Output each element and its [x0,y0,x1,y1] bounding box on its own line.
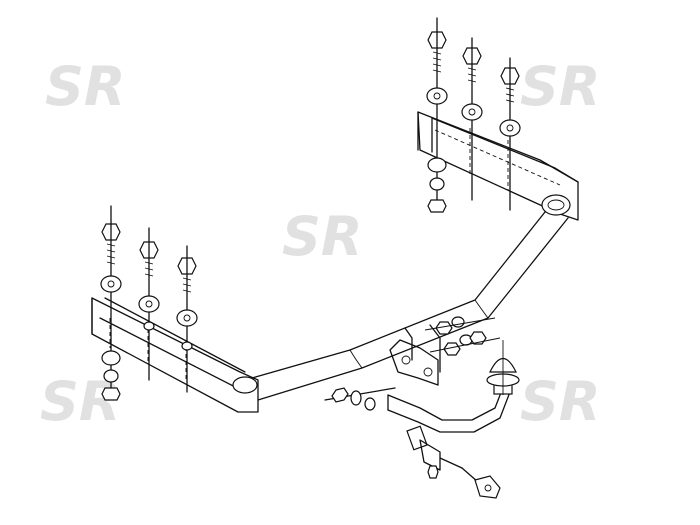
crossbar-tube [251,194,571,401]
bolt-left-2 [138,227,160,381]
right-mounting-bracket [417,111,579,221]
bolt-left-1 [100,205,122,401]
watermark-top-left: SR [45,55,125,118]
left-mounting-bracket [91,297,259,413]
bolt-right-1 [426,17,448,213]
tow-ball-assembly [387,340,520,433]
hitch-long-bolt [324,387,396,411]
watermark-center: SR [282,205,362,268]
electrical-socket [406,425,501,499]
bolt-left-3 [176,245,198,393]
watermark-top-right: SR [520,55,600,118]
bolt-right-2 [461,37,483,201]
bracket-fasteners [424,316,501,356]
bolt-right-3 [499,57,521,211]
hitch-bracket [389,324,441,386]
right-bolt-set [426,17,521,213]
left-bolt-set [100,205,198,401]
watermark-bottom-right: SR [520,370,600,433]
